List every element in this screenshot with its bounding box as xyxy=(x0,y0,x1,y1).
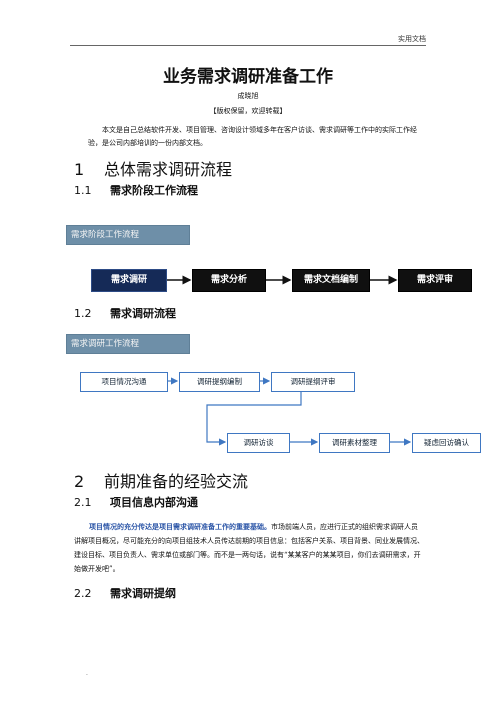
section-1-heading: 1 总体需求调研流程 xyxy=(74,156,232,180)
section-1-2-title: 需求调研流程 xyxy=(110,307,176,320)
section-2-1-number: 2.1 xyxy=(74,496,92,509)
doc-intro: 本文是自己总结软件开发、项目管理、咨询设计领域多年在客户访谈、需求调研等工作中的… xyxy=(88,124,418,150)
section-1-1-number: 1.1 xyxy=(74,184,92,197)
paragraph-body: 市场前端人员，应进行正式的组织需求调研人员讲解项目概况，尽可能充分的向项目组技术… xyxy=(74,523,424,573)
section-2-title: 前期准备的经验交流 xyxy=(104,472,249,491)
research-node-outline-review: 调研提纲评审 xyxy=(271,372,355,392)
stage-step-doc-writing: 需求文档编制 xyxy=(292,269,370,292)
section-2-heading: 2 前期准备的经验交流 xyxy=(74,468,248,492)
section-1-2-heading: 1.2 需求调研流程 xyxy=(74,305,176,321)
doc-author: 成晓旭 xyxy=(237,92,259,100)
paragraph-emphasis: 项目情况的充分传达是项目需求调研准备工作的重要基础。 xyxy=(89,522,271,531)
stage-step-analysis: 需求分析 xyxy=(192,269,266,292)
section-2-1-paragraph: 项目情况的充分传达是项目需求调研准备工作的重要基础。市场前端人员，应进行正式的组… xyxy=(74,520,424,576)
stage-flow-label: 需求阶段工作流程 xyxy=(66,225,190,245)
section-1-number: 1 xyxy=(74,160,85,179)
header-divider xyxy=(70,45,426,46)
section-2-1-title: 项目信息内部沟通 xyxy=(110,496,198,509)
section-1-title: 总体需求调研流程 xyxy=(104,160,233,179)
section-1-2-number: 1.2 xyxy=(74,307,92,320)
stage-step-review: 需求评审 xyxy=(398,269,472,292)
section-2-1-heading: 2.1 项目信息内部沟通 xyxy=(74,494,198,510)
section-1-1-heading: 1.1 需求阶段工作流程 xyxy=(74,182,198,198)
section-2-2-title: 需求调研提纲 xyxy=(110,587,176,600)
doc-title: 业务需求调研准备工作 xyxy=(163,67,333,87)
doc-copyright: 【版权保留，欢迎转载】 xyxy=(209,107,287,115)
intro-paragraph: 本文是自己总结软件开发、项目管理、咨询设计领域多年在客户访谈、需求调研等工作中的… xyxy=(88,126,417,147)
research-node-outline-prep: 调研提纲编制 xyxy=(179,372,260,392)
section-2-2-heading: 2.2 需求调研提纲 xyxy=(74,585,176,601)
research-node-material-sort: 调研素材整理 xyxy=(319,433,390,453)
research-node-followup: 疑虑回访确认 xyxy=(412,433,481,453)
research-node-project-comm: 项目情况沟通 xyxy=(80,372,168,392)
research-node-interview: 调研访谈 xyxy=(227,433,290,453)
research-connector-down xyxy=(206,391,302,446)
section-2-number: 2 xyxy=(74,472,85,491)
section-2-2-number: 2.2 xyxy=(74,587,92,600)
header-note: 实用文档 xyxy=(398,35,426,43)
footer-dot: . xyxy=(86,670,88,677)
stage-step-research: 需求调研 xyxy=(91,269,167,292)
research-flow-label: 需求调研工作流程 xyxy=(66,334,190,354)
section-1-1-title: 需求阶段工作流程 xyxy=(110,184,198,197)
